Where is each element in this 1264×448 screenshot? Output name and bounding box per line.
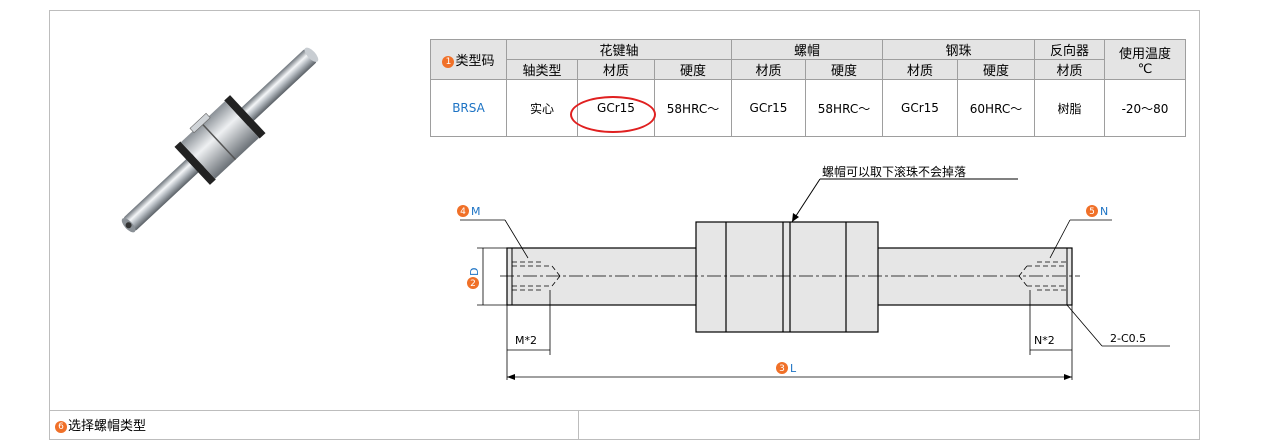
section-divider — [49, 410, 1200, 411]
nut-hardness-cell: 58HRC～ — [805, 79, 883, 137]
shaft-material-header: 材质 — [577, 59, 655, 80]
badge-5-text: 5 — [1089, 207, 1095, 217]
footer-divider — [578, 410, 579, 440]
product-image — [121, 47, 319, 233]
badge-3-text: 3 — [779, 364, 785, 374]
table-row: BRSA 实心 GCr15 58HRC～ GCr15 58HRC～ GCr15 … — [430, 79, 1186, 137]
table-header-row-2: 轴类型 材质 硬度 材质 硬度 材质 硬度 材质 — [431, 59, 1186, 80]
l-arrow-right — [1064, 374, 1072, 380]
content-frame — [49, 10, 1200, 440]
temp-range-cell: -20～80 — [1104, 79, 1186, 137]
badge-4-text: 4 — [460, 207, 466, 217]
shaft-hardness-cell: 58HRC～ — [654, 79, 732, 137]
n-leader — [1049, 219, 1071, 259]
n-label: N — [1100, 205, 1108, 218]
temp-unit: ℃ — [1137, 61, 1153, 77]
nut-body — [695, 221, 879, 333]
badge-3 — [776, 362, 788, 374]
nut-group-header: 螺帽 — [731, 39, 883, 60]
reverser-material-cell: 树脂 — [1034, 79, 1105, 137]
shaft-type-cell: 实心 — [506, 79, 578, 137]
m-leader — [504, 219, 529, 259]
highlight-circle — [570, 96, 656, 133]
ball-group-header: 钢珠 — [882, 39, 1035, 60]
chamfer-leader — [1066, 304, 1103, 347]
note-leader — [791, 178, 821, 223]
badge-1: 1 — [442, 55, 455, 68]
shaft-type-header: 轴类型 — [506, 59, 578, 80]
shaft-hardness-header: 硬度 — [654, 59, 732, 80]
badge-6: 6 — [55, 420, 67, 433]
badge-2 — [467, 277, 479, 289]
reverser-material-header: 材质 — [1034, 59, 1105, 80]
ball-hardness-cell: 60HRC～ — [957, 79, 1035, 137]
m2-label: M*2 — [515, 334, 537, 347]
type-code-label: 类型码 — [455, 54, 495, 69]
temp-label: 使用温度 — [1118, 46, 1171, 62]
badge-2-text: 2 — [470, 279, 476, 289]
nut-material-header: 材质 — [731, 59, 806, 80]
m-label: M — [471, 205, 481, 218]
note-arrow — [792, 213, 799, 222]
type-code-cell: BRSA — [430, 79, 507, 137]
n2-label: N*2 — [1034, 334, 1055, 347]
badge-4 — [457, 205, 469, 217]
badge-5 — [1086, 205, 1098, 217]
tapped-hole-right — [1018, 261, 1067, 291]
l-label: L — [790, 362, 797, 375]
technical-drawing: 螺帽可以取下滚珠不会掉落 4 M 5 N 2 D M*2 — [457, 164, 1170, 380]
nut-material-cell: GCr15 — [731, 79, 806, 137]
nut-note: 螺帽可以取下滚珠不会掉落 — [822, 164, 966, 179]
temp-header: 使用温度 ℃ — [1104, 39, 1186, 80]
shaft-group-header: 花键轴 — [506, 39, 732, 60]
ball-material-cell: GCr15 — [882, 79, 958, 137]
nut-hardness-header: 硬度 — [805, 59, 883, 80]
chamfer-label: 2-C0.5 — [1110, 332, 1146, 345]
ball-material-header: 材质 — [882, 59, 958, 80]
reverser-group-header: 反向器 — [1034, 39, 1105, 60]
tapped-hole-left — [512, 261, 561, 291]
l-arrow-left — [507, 374, 515, 380]
ball-hardness-header: 硬度 — [957, 59, 1035, 80]
nut-type-label: 选择螺帽类型 — [68, 419, 147, 434]
d-label: D — [468, 268, 481, 276]
